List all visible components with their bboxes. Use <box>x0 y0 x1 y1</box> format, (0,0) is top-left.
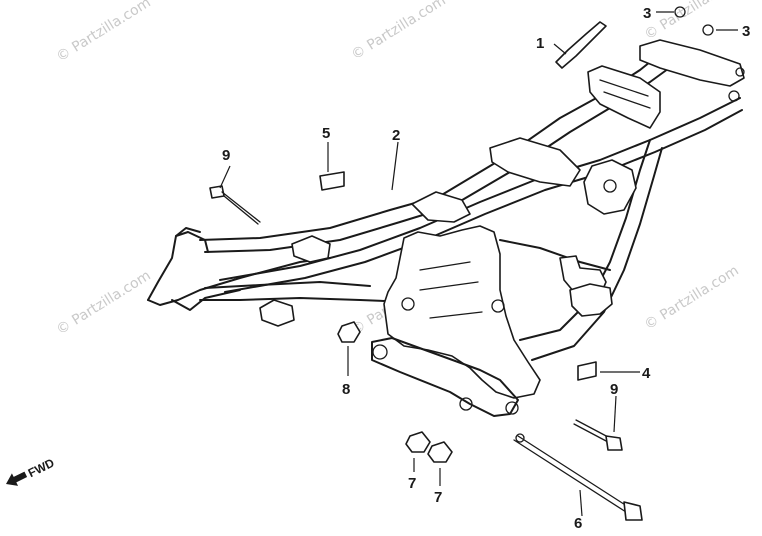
callout-7-left: 7 <box>408 475 416 492</box>
watermark: © Partzilla.com <box>54 0 154 65</box>
watermark: © Partzilla.com <box>54 268 154 339</box>
part-9-bolt-left <box>209 185 261 225</box>
fwd-arrow-icon <box>6 471 28 486</box>
fwd-label: FWD <box>26 456 57 481</box>
part-3-nut <box>674 6 714 36</box>
part-7-nuts <box>405 431 453 463</box>
callout-5: 5 <box>322 125 330 142</box>
part-4-label <box>577 361 597 381</box>
part-9-bolt-right <box>573 419 623 451</box>
callout-9-left: 9 <box>222 147 230 164</box>
watermark: © Partzilla.com <box>349 0 449 63</box>
part-1-strap <box>555 21 607 69</box>
callout-9-right: 9 <box>610 381 618 398</box>
part-8-nut <box>337 321 361 343</box>
part-5-label <box>319 171 345 191</box>
leader-lines <box>219 11 738 517</box>
main-frame <box>147 39 745 417</box>
callout-8: 8 <box>342 381 350 398</box>
part-6-long-bolt <box>513 433 643 521</box>
callout-1: 1 <box>536 35 544 52</box>
callout-6: 6 <box>574 515 582 532</box>
callout-2: 2 <box>392 127 400 144</box>
callout-4: 4 <box>642 365 651 382</box>
callout-3-left: 3 <box>643 5 651 22</box>
fwd-indicator: FWD <box>6 456 57 486</box>
callouts: 1 3 3 2 5 9 4 9 8 7 7 6 <box>222 5 750 532</box>
watermark: © Partzilla.com <box>642 0 742 43</box>
callout-7-right: 7 <box>434 489 442 506</box>
callout-3-right: 3 <box>742 23 750 40</box>
watermark: © Partzilla.com <box>642 263 742 334</box>
